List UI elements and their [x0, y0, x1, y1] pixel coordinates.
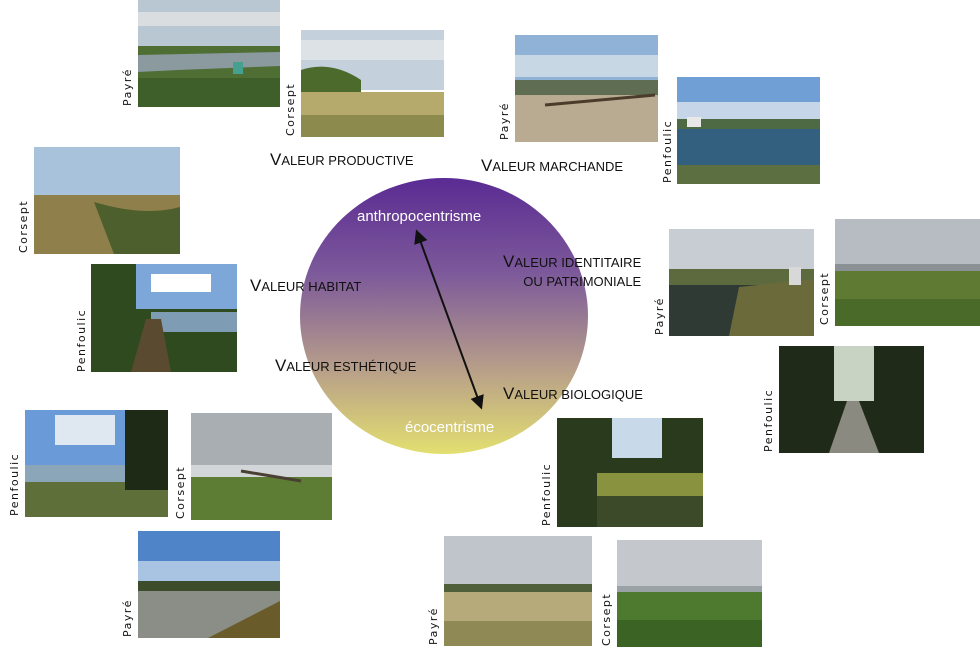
site-label: Payré [653, 297, 666, 335]
site-label: Penfoulic [75, 308, 88, 372]
valeur-identitaire-label: VALEUR IDENTITAIRE OU PATRIMONIALE [503, 252, 642, 289]
photo-corsept-mudflat [34, 147, 180, 254]
photo-penfoulic-harbour [677, 77, 820, 184]
ecocentrisme-label: écocentrisme [405, 419, 495, 436]
site-label: Payré [121, 68, 134, 106]
site-label: Penfoulic [540, 462, 553, 526]
anthropocentrisme-label: anthropocentrisme [357, 208, 482, 225]
photo-penfoulic-pond [557, 418, 703, 527]
photo-corsept-pier [191, 413, 332, 520]
photo-payre-fence [515, 35, 658, 142]
site-label: Corsept [818, 271, 831, 325]
photo-payre-canal [138, 0, 280, 107]
valeur-biologique-label: VALEUR BIOLOGIQUE [503, 384, 643, 403]
valeur-productive-label: VALEUR PRODUCTIVE [270, 150, 414, 169]
photo-corsept-reeds [617, 540, 762, 647]
photo-corsept-dune [301, 30, 444, 137]
site-label: Corsept [17, 199, 30, 253]
site-label: Payré [121, 599, 134, 637]
valeur-habitat-label: VALEUR HABITAT [250, 276, 362, 295]
site-label: Penfoulic [8, 452, 21, 516]
valeur-esthetique-label: VALEUR ESTHÉTIQUE [275, 356, 417, 375]
photo-payre-dunefield [444, 536, 592, 646]
photo-penfoulic-lane [779, 346, 924, 453]
site-label: Penfoulic [762, 388, 775, 452]
site-label: Corsept [600, 592, 613, 646]
photo-penfoulic-bay [25, 410, 168, 517]
site-label: Penfoulic [661, 119, 674, 183]
photo-payre-rocks [138, 531, 280, 638]
site-label: Corsept [174, 465, 187, 519]
site-label: Corsept [284, 82, 297, 136]
valeur-marchande-label: VALEUR MARCHANDE [481, 156, 624, 175]
site-label: Payré [498, 102, 511, 140]
site-label: Payré [427, 607, 440, 645]
photo-corsept-grass [835, 219, 980, 326]
photo-penfoulic-path [91, 264, 237, 372]
photo-payre-marsh [669, 229, 814, 336]
